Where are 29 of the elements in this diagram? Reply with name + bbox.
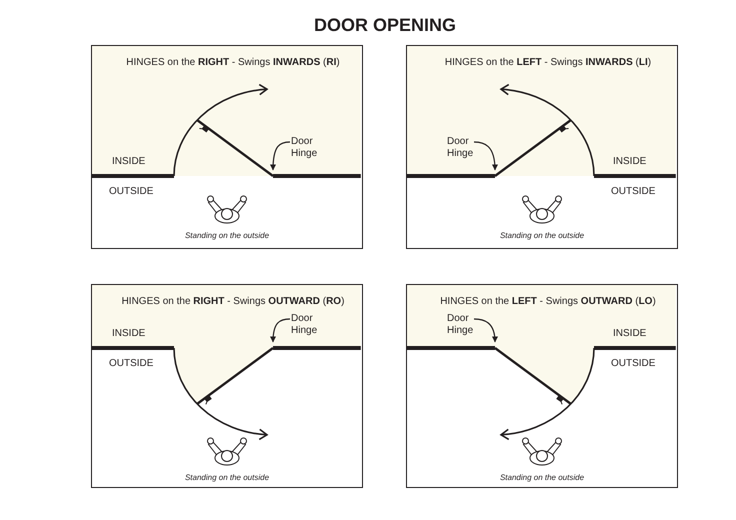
leader-line [270, 318, 290, 342]
panel-heading: HINGES on the LEFT - Swings INWARDS (LI) [444, 57, 652, 69]
diagram-title: DOOR OPENING [314, 15, 456, 35]
door-plan-panel [91, 45, 363, 249]
hinge-label: Door Hinge [447, 313, 474, 337]
zone-label: INSIDE [613, 328, 646, 340]
figure-caption: Standing on the outside [500, 473, 584, 483]
figure-caption: Standing on the outside [184, 231, 270, 241]
zone-label: INSIDE [112, 328, 146, 340]
hinge-label: Door Hinge [291, 136, 318, 160]
hinge-label: Door Hinge [291, 313, 318, 337]
figure-caption: Standing on the outside [500, 231, 584, 241]
leader-line [474, 318, 498, 342]
panel-heading: HINGES on the RIGHT - Swings INWARDS (RI) [126, 57, 340, 69]
leader-line [474, 141, 498, 170]
zone-label: OUTSIDE [611, 358, 656, 370]
figure-caption: Standing on the outside [184, 473, 270, 483]
zone-label: INSIDE [613, 156, 646, 168]
door-plan-panel [91, 284, 363, 488]
zone-label: INSIDE [112, 156, 146, 168]
door-plan-panel [406, 284, 678, 488]
leader-line [270, 141, 290, 170]
door-plan-panel [406, 45, 678, 249]
zone-label: OUTSIDE [109, 186, 154, 198]
zone-label: OUTSIDE [109, 358, 154, 370]
zone-label: OUTSIDE [611, 186, 656, 198]
hinge-label: Door Hinge [447, 136, 474, 160]
panel-heading: HINGES on the RIGHT - Swings OUTWARD (RO) [122, 296, 344, 308]
panel-heading: HINGES on the LEFT - Swings OUTWARD (LO) [440, 296, 656, 308]
